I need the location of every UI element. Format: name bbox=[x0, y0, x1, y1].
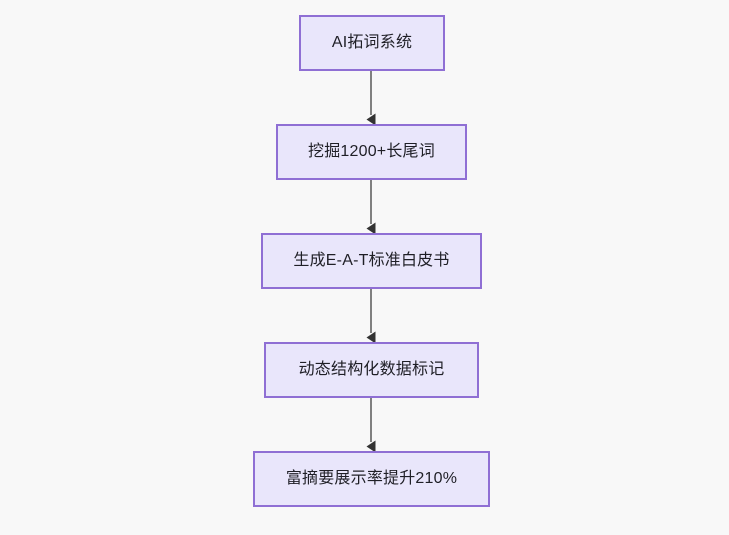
node-label: 挖掘1200+长尾词 bbox=[308, 143, 435, 161]
flowchart-node-rich-snippet-rate-increase[interactable]: 富摘要展示率提升210% bbox=[253, 451, 490, 507]
node-label: 生成E-A-T标准白皮书 bbox=[293, 252, 450, 270]
node-label: 富摘要展示率提升210% bbox=[285, 470, 458, 488]
flowchart-node-generate-eat-whitepaper[interactable]: 生成E-A-T标准白皮书 bbox=[261, 233, 482, 289]
node-label: 动态结构化数据标记 bbox=[298, 361, 445, 379]
flowchart-node-dynamic-structured-data-markup[interactable]: 动态结构化数据标记 bbox=[264, 342, 479, 398]
flowchart-node-mine-longtail-keywords[interactable]: 挖掘1200+长尾词 bbox=[276, 124, 467, 180]
flowchart-node-ai-keyword-system[interactable]: AI拓词系统 bbox=[299, 15, 445, 71]
node-label: AI拓词系统 bbox=[331, 34, 413, 52]
